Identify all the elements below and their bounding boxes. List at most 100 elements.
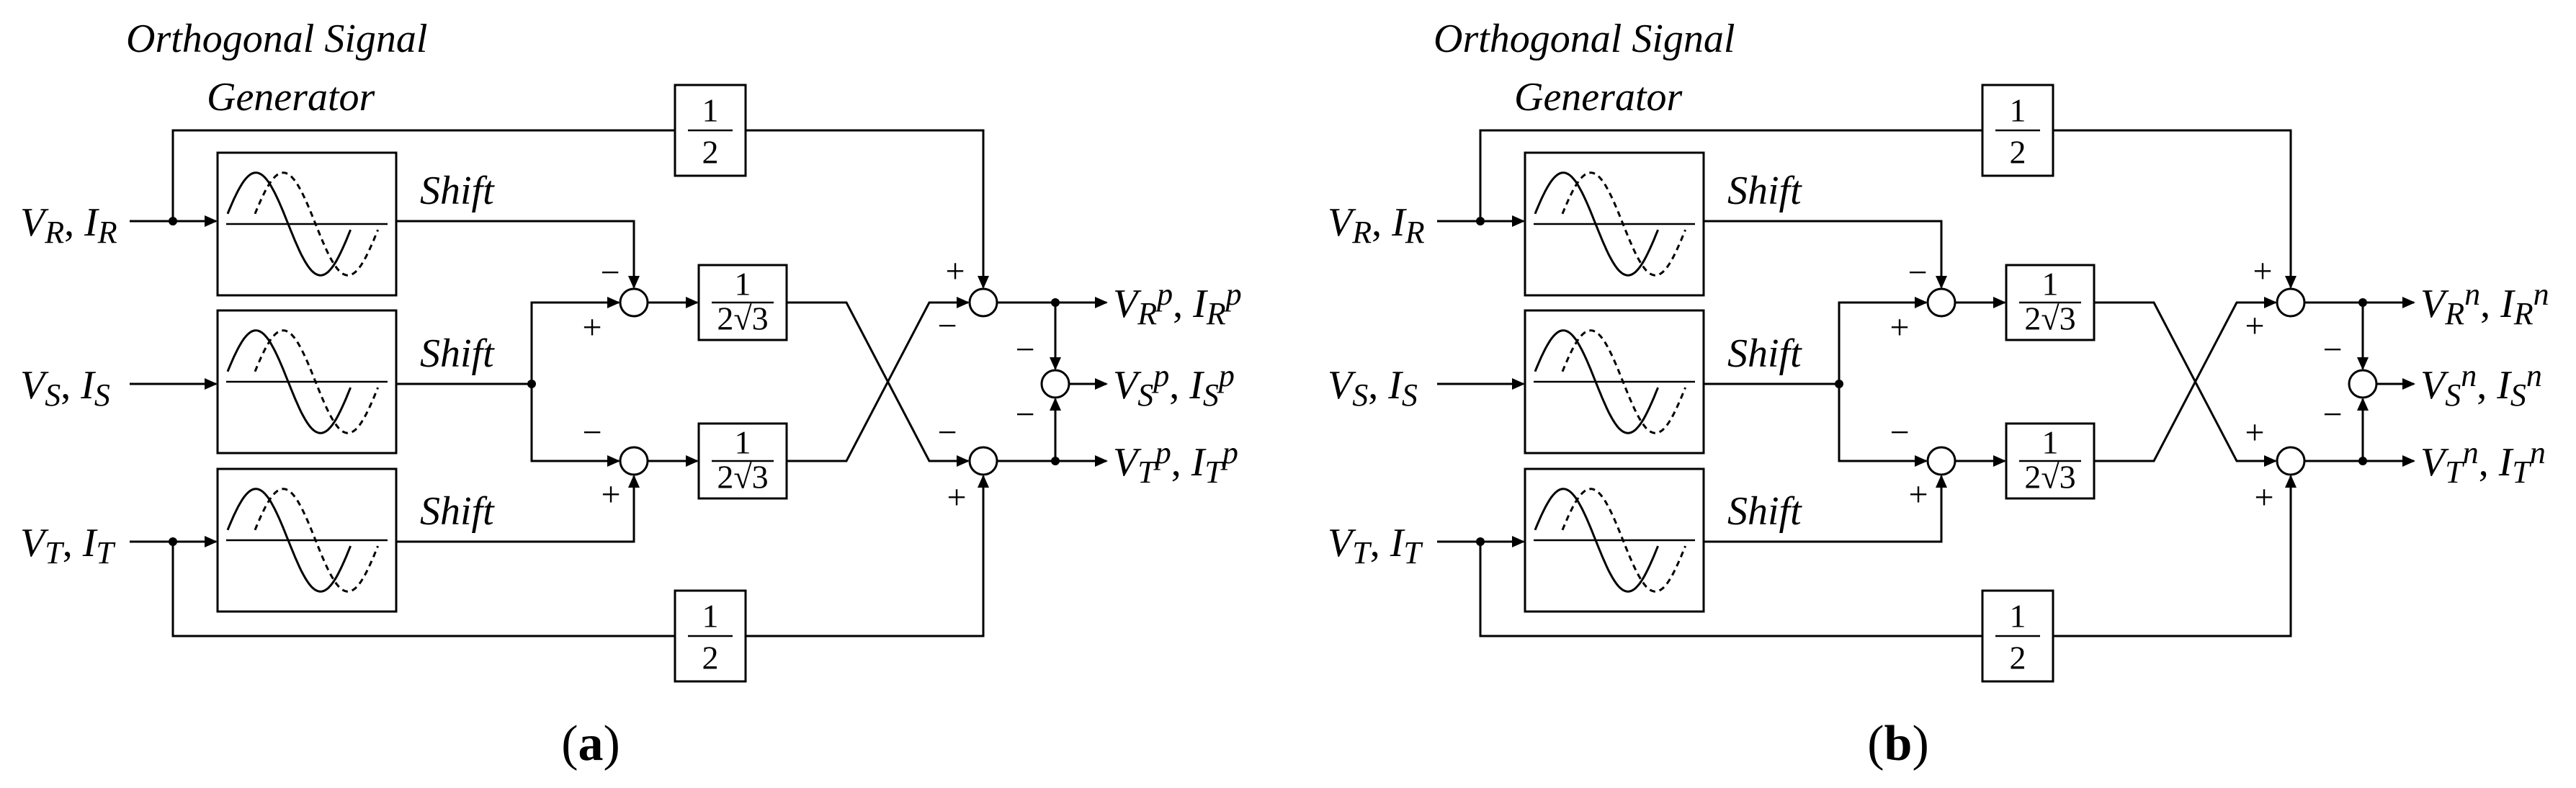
arrowhead <box>1050 398 1061 411</box>
sign-out-t-bottom: + <box>2254 478 2273 516</box>
arrowhead <box>978 276 989 289</box>
fraction-numerator: 1 <box>735 266 751 303</box>
arrowhead <box>1095 297 1108 308</box>
shift-label-2: Shift <box>1727 331 1802 376</box>
arrowhead <box>957 297 970 308</box>
shift-label-2: Shift <box>420 331 495 376</box>
sine-generator-box <box>216 309 398 455</box>
sine-wave <box>1534 329 1659 434</box>
shift-s-up-wire <box>530 301 619 384</box>
arrowhead <box>205 215 218 227</box>
sine-generator-box <box>1524 151 1705 297</box>
panel-caption: (b) <box>1867 716 1929 771</box>
output-sum-t <box>2276 446 2306 476</box>
sign-out-r-top: + <box>2253 252 2272 290</box>
arrowhead <box>1512 215 1525 227</box>
cross-wire-up <box>2094 301 2276 462</box>
top-feed-out-wire <box>746 129 985 287</box>
arrowhead <box>205 536 218 547</box>
arrowhead <box>607 455 620 467</box>
arrowhead <box>2402 378 2415 390</box>
generator-title-line2: Generator <box>207 75 375 120</box>
fraction-denominator: 2 <box>702 133 719 170</box>
gain-box-lower: 12√3 <box>2005 422 2096 500</box>
arrowhead <box>1512 536 1525 547</box>
arrowhead <box>2264 297 2277 308</box>
sign-out-r-left: + <box>2245 307 2264 345</box>
shift-s-down-wire <box>530 384 619 462</box>
sign-mid-bottom: − <box>1015 395 1034 434</box>
sine-wave <box>1534 488 1659 593</box>
arrowhead <box>1993 455 2006 467</box>
bottom-feed-out-wire <box>746 476 985 637</box>
fraction-denominator: 2√3 <box>2024 300 2075 336</box>
input-label-r: VR, IR <box>1328 200 1425 250</box>
sign-sum1-left: + <box>1889 308 1909 346</box>
shift-label-1: Shift <box>420 169 495 213</box>
sign-sum2-bottom: + <box>1908 475 1928 514</box>
sine-generator-box <box>216 151 398 297</box>
output-sum-s <box>2348 369 2378 399</box>
sign-out-t-bottom: + <box>947 478 966 516</box>
sine-wave <box>1534 171 1659 277</box>
sine-generator-box <box>1524 467 1705 613</box>
fraction-denominator: 2√3 <box>2024 458 2075 495</box>
sign-mid-bottom: − <box>2322 395 2342 434</box>
sign-sum2-left: − <box>582 413 601 452</box>
sine-generator-box <box>216 467 398 613</box>
shifted-sine-wave <box>254 171 379 277</box>
shift-label-1: Shift <box>1727 169 1802 213</box>
output-label-s: VSn, ISn <box>2420 358 2542 412</box>
arrowhead <box>607 297 620 308</box>
shift-t-wire <box>1704 476 1943 543</box>
output-sum-r <box>968 287 998 318</box>
sine-generator-box <box>1524 309 1705 455</box>
shift-s-up-wire <box>1838 301 1926 384</box>
output-label-t: VTp, ITp <box>1113 435 1238 489</box>
generator-title-line2: Generator <box>1514 75 1683 120</box>
shifted-sine-wave <box>1561 488 1686 593</box>
shifted-sine-wave <box>254 488 379 593</box>
half-gain-bottom: 12 <box>674 589 747 683</box>
sum-node-1 <box>1926 287 1956 318</box>
fraction-denominator: 2√3 <box>717 300 768 336</box>
arrowhead <box>1095 378 1108 390</box>
sign-out-t-left: − <box>937 413 957 452</box>
sine-wave <box>226 488 352 593</box>
fraction-denominator: 2 <box>2010 133 2026 170</box>
sign-sum2-left: − <box>1889 413 1909 452</box>
arrowhead <box>1512 378 1525 390</box>
fraction-denominator: 2 <box>2010 639 2026 676</box>
half-gain-top: 12 <box>674 84 747 177</box>
arrowhead <box>1993 297 2006 308</box>
sign-sum1-top: − <box>600 254 620 292</box>
bottom-feed-wire <box>171 542 675 637</box>
arrowhead <box>2402 455 2415 467</box>
arrowhead <box>978 475 989 488</box>
shift-t-wire <box>396 476 635 543</box>
shift-label-3: Shift <box>1727 489 1802 534</box>
bottom-feed-wire <box>1479 542 1982 637</box>
gain-box-upper: 12√3 <box>2005 264 2096 341</box>
arrowhead <box>1050 357 1061 370</box>
arrowhead <box>686 455 699 467</box>
arrowhead <box>2285 475 2297 488</box>
input-label-s: VS, IS <box>20 363 110 413</box>
sign-sum1-left: + <box>582 308 601 346</box>
fraction-numerator: 1 <box>2042 424 2059 461</box>
sum-node-2 <box>619 446 649 476</box>
sine-wave <box>226 171 352 277</box>
arrowhead <box>2357 357 2369 370</box>
shifted-sine-wave <box>1561 329 1686 434</box>
shift-r-wire <box>396 220 635 287</box>
input-label-t: VT, IT <box>1328 521 1423 570</box>
sine-wave <box>226 329 352 434</box>
arrowhead <box>1936 276 1947 289</box>
fraction-numerator: 1 <box>702 597 719 634</box>
arrowhead <box>628 475 640 488</box>
sign-sum2-bottom: + <box>601 475 620 514</box>
cross-wire-up <box>787 301 968 462</box>
